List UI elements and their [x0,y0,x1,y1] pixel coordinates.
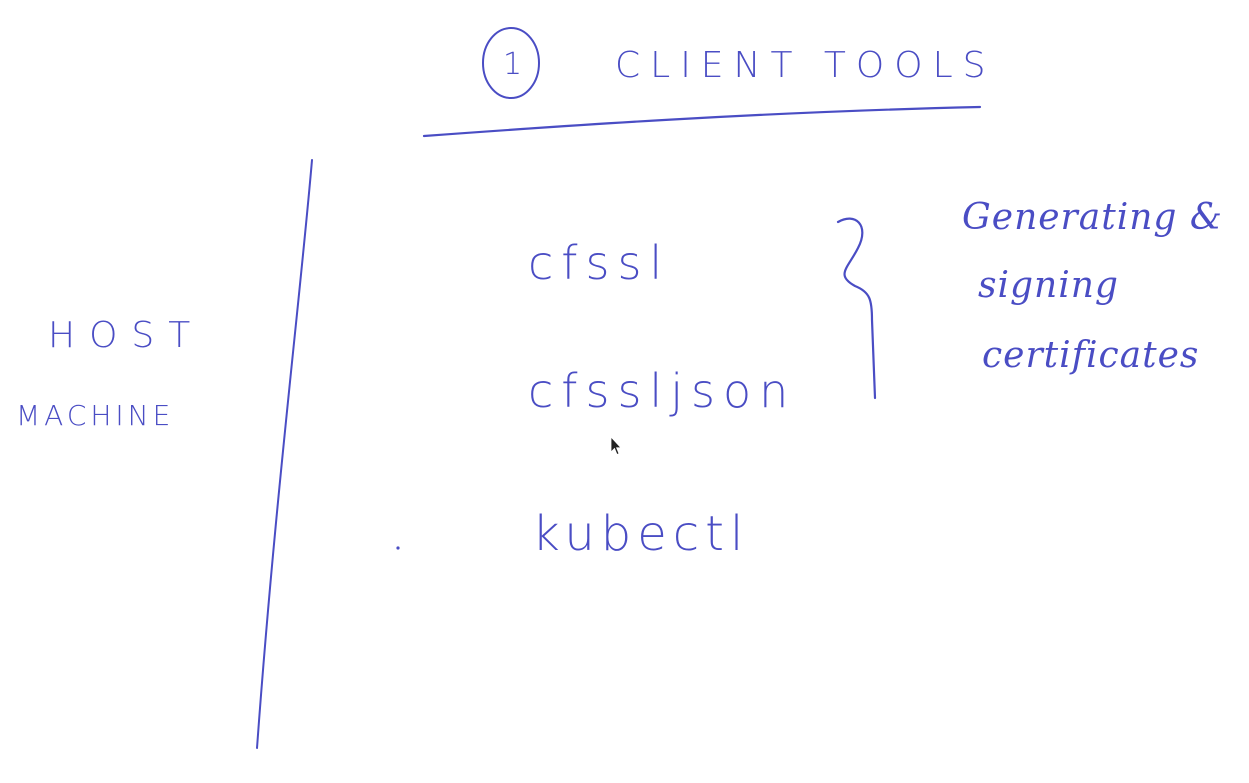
tool-item-cfssljson: cfssljson [528,364,797,418]
curly-brace [836,217,877,400]
vertical-divider-line [256,159,313,749]
host-label-line1: HOST [48,315,205,356]
step-number: 1 [503,47,523,82]
page-title: CLIENT TOOLS [615,45,996,86]
bracket-note-line2: signing [978,265,1119,306]
bracket-note-line1: Generating & [962,197,1223,238]
tool-item-kubectl: kubectl [532,506,750,562]
host-label-line2: MACHINE [16,399,175,432]
mouse-pointer-icon [610,436,622,456]
tool-item-cfssl: cfssl [528,236,671,290]
title-underline [422,105,982,138]
step-number-circle [482,27,540,99]
bracket-note-line3: certificates [982,335,1200,376]
stray-dot [396,546,400,550]
